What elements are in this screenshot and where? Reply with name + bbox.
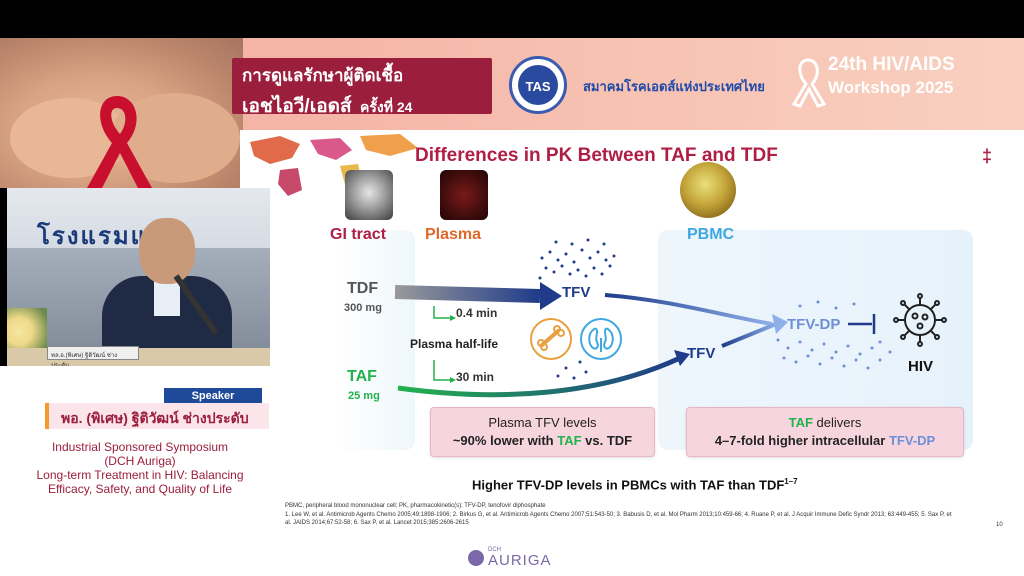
kidney-icon xyxy=(580,318,622,360)
presentation-slide: Differences in PK Between TAF and TDF ‡ … xyxy=(240,130,1024,540)
tas-logo-text: TAS xyxy=(525,79,551,94)
symposium-info: Industrial Sponsored Symposium (DCH Auri… xyxy=(0,440,280,496)
callout-pbmc-taf: TAF xyxy=(788,415,813,430)
speaker-video: โรงแรมแม พล.อ.(พิเศษ) ฐิติวัฒน์ ช่างประด… xyxy=(7,188,270,366)
symposium-line1: Industrial Sponsored Symposium xyxy=(51,440,229,454)
tfv-particles-plasma xyxy=(538,238,616,280)
tas-logo: TAS xyxy=(509,56,567,114)
bone-icon xyxy=(530,318,572,360)
tfv-label-pbmc: TFV xyxy=(687,345,716,362)
auriga-parent: DCH xyxy=(488,547,501,553)
callout-plasma-taf: TAF xyxy=(557,433,582,448)
society-name: สมาคมโรคเอดส์แห่งประเทศไทย xyxy=(583,79,765,94)
callout-pbmc-line1: TAF delivers xyxy=(687,415,963,430)
callout-pbmc-line2: 4–7-fold higher intracellular TFV-DP xyxy=(687,433,963,448)
callout-plasma-line1: Plasma TFV levels xyxy=(488,415,597,430)
gi-compartment xyxy=(335,230,415,450)
callout-plasma-post: vs. TDF xyxy=(581,433,633,448)
pbmc-label: PBMC xyxy=(687,226,735,243)
tdf-arrowhead xyxy=(540,282,562,310)
symposium-line4: Efficacy, Safety, and Quality of Life xyxy=(47,482,233,496)
red-ribbon-icon xyxy=(87,96,152,188)
taf-arrow xyxy=(397,355,682,398)
workshop-logo: 24th HIV/AIDS Workshop 2025 xyxy=(790,52,980,112)
plasma-label: Plasma xyxy=(425,226,482,243)
tfv-bottom-to-tfvdp-arrow xyxy=(721,322,777,348)
tfvdp-arrowhead xyxy=(772,314,788,334)
speaker-name-box: พอ. (พิเศษ) ฐิติวัฒน์ ช่างประดับ xyxy=(45,403,269,429)
tfv-to-tfvdp-arrow xyxy=(604,293,773,326)
tfvdp-label: TFV-DP xyxy=(787,316,841,333)
inhibition-bar-icon xyxy=(848,314,876,334)
auriga-logo-icon xyxy=(468,550,484,566)
pbmc-tfvdp-callout: TAF delivers 4–7-fold higher intracellul… xyxy=(686,407,964,457)
callout-pbmc-pre: 4–7-fold higher intracellular xyxy=(714,433,889,448)
callout-plasma-pre: ~90% lower with xyxy=(452,433,558,448)
callout-plasma-line2: ~90% lower with TAF vs. TDF xyxy=(431,433,654,448)
symposium-line2: (DCH Auriga) xyxy=(104,454,176,468)
workshop-title: การดูแลรักษาผู้ติดเชื้อ เอชไอวี/เอดส์ คร… xyxy=(232,58,492,117)
dagger-mark: ‡ xyxy=(982,146,993,166)
taf-arrowhead xyxy=(674,350,690,366)
speaker-head xyxy=(139,218,195,284)
half-life-label: Plasma half-life xyxy=(410,337,499,351)
hiv-virus-icon xyxy=(893,293,947,347)
plasma-image xyxy=(440,170,488,220)
conclusion-text: Higher TFV-DP levels in PBMCs with TAF t… xyxy=(472,477,785,493)
auriga-brand: AURIGA xyxy=(488,552,552,569)
pk-flow-diagram xyxy=(394,238,947,398)
tfv-label-plasma: TFV xyxy=(562,284,591,301)
gi-tract-image xyxy=(345,170,393,220)
tdf-arrow xyxy=(394,285,541,303)
workshop-year-label: Workshop 2025 xyxy=(828,78,954,97)
taf-half-life: 30 min xyxy=(456,370,495,384)
ribbon-outline-icon xyxy=(791,58,826,108)
taf-dose: 25 mg xyxy=(348,390,380,402)
taf-label: TAF xyxy=(347,368,377,385)
hands-ribbon-photo xyxy=(0,38,243,188)
workshop-edition-label: 24th HIV/AIDS xyxy=(828,54,955,75)
footnote-abbreviations: PBMC, peripheral blood mononuclear cell;… xyxy=(285,503,546,509)
footnote-references: 1. Lee W, et al. Antimicrob Agents Chemo… xyxy=(285,512,952,526)
plasma-tfv-callout: Plasma TFV levels ~90% lower with TAF vs… xyxy=(430,407,655,457)
gi-tract-label: GI tract xyxy=(330,226,387,243)
half-life-bracket-tdf xyxy=(433,306,452,319)
speaker-name: พอ. (พิเศษ) ฐิติวัฒน์ ช่างประดับ xyxy=(61,410,249,426)
tfv-particles-taf xyxy=(556,360,588,380)
hiv-label: HIV xyxy=(908,358,934,375)
tfvdp-particles xyxy=(776,300,892,370)
workshop-edition: ครั้งที่ 24 xyxy=(360,99,413,115)
speaker-tag: Speaker xyxy=(164,388,262,404)
tdf-label: TDF xyxy=(347,280,379,297)
tdf-dose: 300 mg xyxy=(344,302,382,314)
callout-pbmc-post: delivers xyxy=(812,415,862,430)
slide-title: Differences in PK Between TAF and TDF xyxy=(415,145,778,166)
pbmc-image xyxy=(680,162,736,218)
workshop-title-line2: เอชไอวี/เอดส์ xyxy=(242,96,352,117)
hotel-sign: โรงแรมแม xyxy=(7,188,270,250)
callout-pbmc-tfvdp: TFV-DP xyxy=(888,433,936,448)
conclusion-refs: 1–7 xyxy=(784,477,798,486)
slide-number: 10 xyxy=(996,522,1003,528)
nameplate: พล.อ.(พิเศษ) ฐิติวัฒน์ ช่างประดับ xyxy=(47,346,139,366)
symposium-line3: Long-term Treatment in HIV: Balancing xyxy=(36,468,244,482)
workshop-title-line1: การดูแลรักษาผู้ติดเชื้อ xyxy=(242,66,404,85)
slide-conclusion: Higher TFV-DP levels in PBMCs with TAF t… xyxy=(472,477,798,492)
sponsor-footer: DCH AURIGA xyxy=(0,540,1024,576)
half-life-bracket-taf xyxy=(433,360,452,381)
tdf-half-life: 0.4 min xyxy=(456,306,498,320)
speaker-info-panel: Speaker พอ. (พิเศษ) ฐิติวัฒน์ ช่างประดับ… xyxy=(0,366,280,540)
